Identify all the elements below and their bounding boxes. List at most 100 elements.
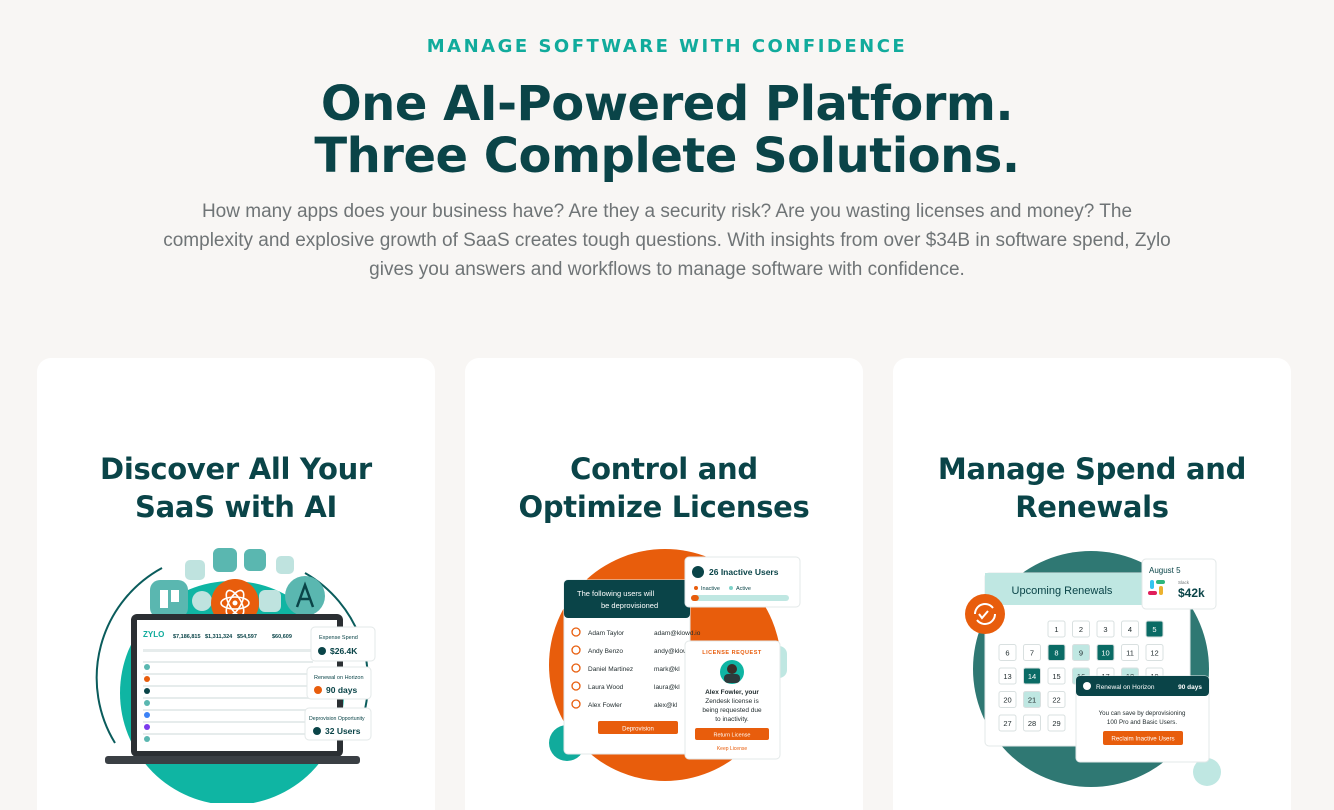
card-title-line-2: Optimize Licenses — [518, 490, 810, 524]
calendar-day-cell[interactable] — [1023, 691, 1041, 708]
calendar-day-cell[interactable] — [1096, 644, 1115, 661]
zylo-logo: ZYLO — [143, 630, 164, 639]
svg-text:Expense Spend: Expense Spend — [319, 635, 358, 641]
svg-text:to inactivity.: to inactivity. — [715, 716, 749, 723]
renewals-illustration: Upcoming Renewals 1234567891011121314151… — [965, 551, 1221, 787]
app-icon-teams — [213, 548, 237, 572]
card-discover-saas[interactable]: Discover All Your SaaS with AI ZYLO $7,1… — [37, 358, 435, 810]
calendar-day-label: 8 — [1054, 649, 1058, 658]
svg-text:$26.4K: $26.4K — [330, 646, 358, 656]
svg-text:90 days: 90 days — [1178, 684, 1202, 691]
calendar-day-cell[interactable] — [1047, 714, 1066, 732]
laptop-base — [105, 756, 360, 764]
svg-text:Inactive: Inactive — [701, 586, 720, 592]
reclaim-button — [1103, 731, 1183, 745]
card-title-line-1: Control and — [570, 452, 758, 486]
svg-text:100 Pro and Basic Users.: 100 Pro and Basic Users. — [1107, 719, 1177, 726]
svg-text:LICENSE REQUEST: LICENSE REQUEST — [702, 650, 762, 656]
calendar-day-label: 5 — [1152, 625, 1156, 634]
user-row-0: Adam Taylor adam@klowd.io — [571, 627, 701, 637]
svg-text:Renewal on Horizon: Renewal on Horizon — [1096, 684, 1155, 691]
svg-text:adam@klowd.io: adam@klowd.io — [654, 630, 701, 637]
svg-text:Adam Taylor: Adam Taylor — [588, 630, 625, 637]
calendar-day-label: 28 — [1028, 719, 1036, 728]
svg-text:Slack: Slack — [1178, 580, 1190, 585]
stat-2: $1,311,324 — [205, 634, 233, 640]
calendar-day-label: 12 — [1150, 649, 1158, 658]
calendar-day-cell[interactable] — [1047, 691, 1066, 708]
card-title-line-1: Discover All Your — [100, 452, 372, 486]
svg-text:Andy Benzo: Andy Benzo — [588, 648, 623, 655]
expense-card — [310, 626, 376, 662]
calendar-day-label: 20 — [1003, 696, 1011, 705]
app-icon-trello — [150, 580, 188, 618]
svg-text:being requested due: being requested due — [702, 707, 762, 714]
svg-text:Upcoming Renewals: Upcoming Renewals — [1012, 585, 1113, 597]
svg-text:Zendesk license is: Zendesk license is — [705, 698, 759, 705]
keep-license-link: Keep License — [717, 746, 748, 752]
calendar-day-cell[interactable] — [1145, 644, 1164, 661]
calendar-day-cell[interactable] — [1145, 620, 1164, 638]
calendar-day-label: 22 — [1052, 696, 1060, 705]
svg-text:August 5: August 5 — [1149, 566, 1181, 575]
laptop-table — [143, 649, 313, 735]
stat-4: $60,609 — [272, 634, 292, 640]
calendar-day-label: 4 — [1128, 625, 1132, 634]
calendar-day-cell[interactable] — [1047, 667, 1066, 685]
calendar-day-cell[interactable] — [1121, 620, 1139, 638]
calendar-day-cell[interactable] — [998, 714, 1017, 732]
calendar-day-label: 7 — [1030, 649, 1034, 658]
inactive-ratio-track — [691, 595, 789, 601]
card-title: Control and Optimize Licenses — [465, 450, 863, 526]
calendar-day-label: 14 — [1028, 672, 1036, 681]
calendar-day-label: 6 — [1005, 649, 1009, 658]
svg-text:Deprovision Opportunity: Deprovision Opportunity — [309, 716, 365, 722]
calendar-day-cell[interactable] — [1121, 644, 1139, 661]
card-title-line-2: SaaS with AI — [135, 490, 337, 524]
svg-text:The following users will: The following users will — [577, 589, 654, 598]
calendar-day-label: 15 — [1052, 672, 1060, 681]
svg-text:Daniel Martinez: Daniel Martinez — [588, 666, 633, 673]
headline-line-2: Three Complete Solutions. — [314, 128, 1020, 184]
calendar-day-cell[interactable] — [998, 667, 1017, 685]
card-control-licenses[interactable]: Control and Optimize Licenses The follow… — [465, 358, 863, 810]
calendar-day-label: 27 — [1003, 719, 1011, 728]
svg-text:Laura Wood: Laura Wood — [588, 684, 624, 691]
svg-text:90 days: 90 days — [326, 685, 357, 695]
svg-text:32 Users: 32 Users — [325, 726, 361, 736]
calendar-day-cell[interactable] — [1047, 644, 1066, 661]
calendar-day-cell[interactable] — [998, 691, 1017, 708]
svg-text:Deprovision: Deprovision — [622, 727, 654, 733]
calendar-day-cell[interactable] — [1023, 644, 1041, 661]
card-title-line-2: Renewals — [1015, 490, 1169, 524]
stat-1: $7,186,815 — [173, 634, 201, 640]
slack-icon — [1148, 580, 1165, 595]
svg-text:Alex Fowler: Alex Fowler — [588, 702, 623, 709]
app-icon-zoom — [259, 590, 281, 612]
app-icon-slack — [244, 549, 266, 571]
calendar-day-cell[interactable] — [1072, 620, 1090, 638]
calendar-day-cell[interactable] — [1072, 644, 1090, 661]
calendar-day-cell[interactable] — [1047, 620, 1066, 638]
calendar-day-cell[interactable] — [1096, 620, 1115, 638]
calendar-day-label: 13 — [1003, 672, 1011, 681]
user-row-1: Andy Benzo andy@klowd.io — [571, 645, 699, 655]
calendar-day-label: 10 — [1101, 649, 1109, 658]
calendar-day-cell[interactable] — [998, 644, 1017, 661]
calendar-day-cell[interactable] — [1023, 714, 1041, 732]
card-title: Manage Spend and Renewals — [893, 450, 1291, 526]
teal-dot-bottom — [1193, 758, 1221, 786]
user-row-2: Daniel Martinez mark@kl — [571, 663, 680, 673]
svg-text:alex@kl: alex@kl — [654, 702, 678, 709]
calendar-day-label: 2 — [1079, 625, 1083, 634]
svg-text:andy@klowd.io: andy@klowd.io — [654, 648, 699, 655]
svg-text:Active: Active — [736, 586, 751, 592]
app-icon-adobe — [285, 576, 325, 616]
card-manage-spend[interactable]: Manage Spend and Renewals Upcoming Renew… — [893, 358, 1291, 810]
calendar-day-cell[interactable] — [1023, 667, 1041, 685]
lead-paragraph: How many apps does your business have? A… — [163, 201, 1171, 280]
svg-text:Return License: Return License — [714, 733, 751, 739]
svg-text:Alex Fowler, your: Alex Fowler, your — [705, 689, 759, 696]
card-title-line-1: Manage Spend and — [937, 452, 1247, 486]
licenses-illustration: The following users will be deprovisione… — [549, 549, 801, 781]
